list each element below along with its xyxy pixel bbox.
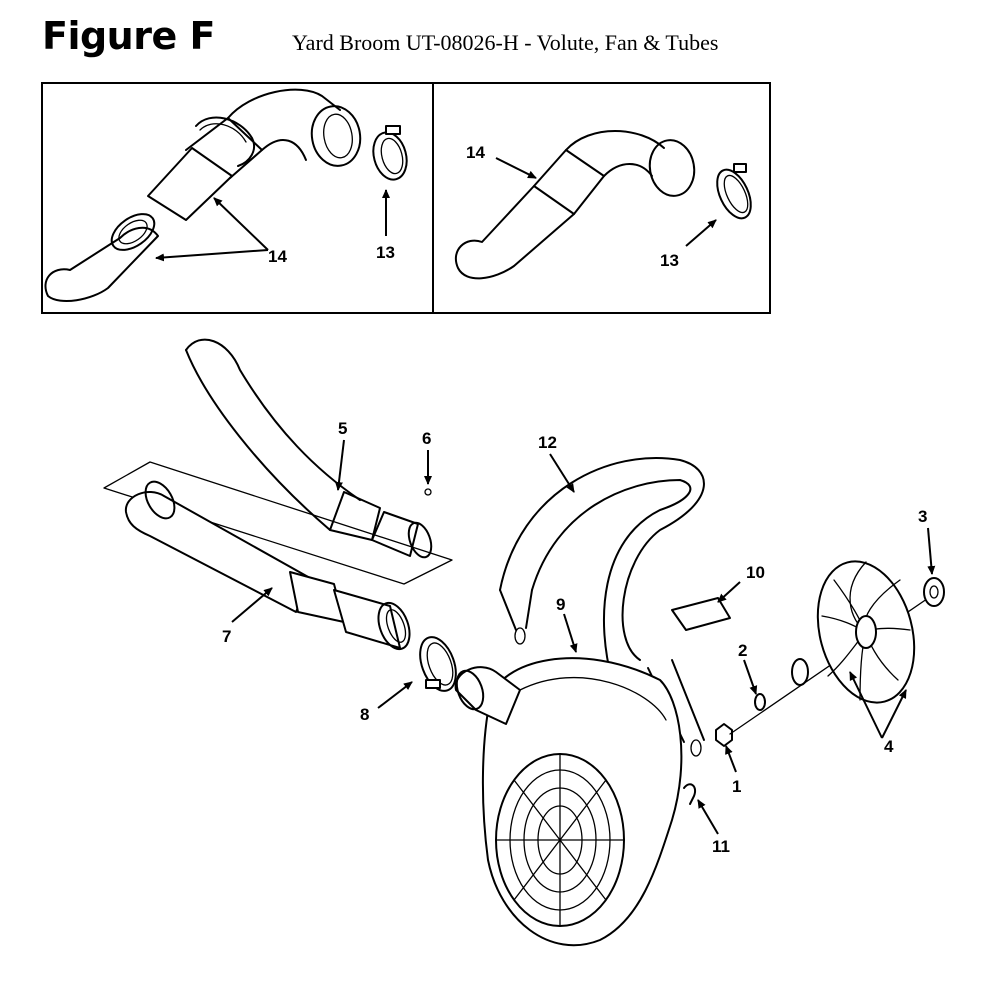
callout-3: 3 (918, 507, 927, 526)
part-11-clip (683, 783, 696, 805)
part-9-volute-housing (454, 657, 683, 947)
inset-frame (41, 82, 771, 314)
callout-13-inset-left: 13 (376, 243, 395, 262)
callout-2: 2 (738, 641, 747, 660)
part-1-nut (715, 723, 733, 747)
part-5-tube (185, 338, 433, 559)
part-7-tube (124, 480, 411, 651)
part-10-decal (671, 597, 731, 631)
part-6-screw (424, 488, 432, 496)
callout-6: 6 (422, 429, 431, 448)
callout-13-inset-right: 13 (660, 251, 679, 270)
platform-sheet (103, 461, 453, 585)
inset-left-tube-assembly (44, 88, 408, 303)
part-2-washer (754, 693, 766, 711)
inset-right-tube-assembly (455, 130, 752, 280)
callout-arrows (231, 439, 936, 835)
part-4-fan (791, 560, 916, 704)
part-8-clamp (419, 636, 457, 692)
figure-title: Figure F (42, 14, 215, 58)
callout-4: 4 (884, 737, 894, 756)
callout-12: 12 (538, 433, 557, 452)
callout-10: 10 (746, 563, 765, 582)
callout-14-inset-left: 14 (268, 247, 287, 266)
callout-9: 9 (556, 595, 565, 614)
callout-11: 11 (712, 837, 730, 856)
figure-subtitle: Yard Broom UT-08026-H - Volute, Fan & Tu… (292, 30, 719, 55)
callout-7: 7 (222, 627, 231, 646)
callout-5: 5 (338, 419, 347, 438)
callout-1: 1 (732, 777, 741, 796)
callout-8: 8 (360, 705, 369, 724)
part-3-washer (923, 577, 945, 607)
callout-14-inset-right: 14 (466, 143, 485, 162)
